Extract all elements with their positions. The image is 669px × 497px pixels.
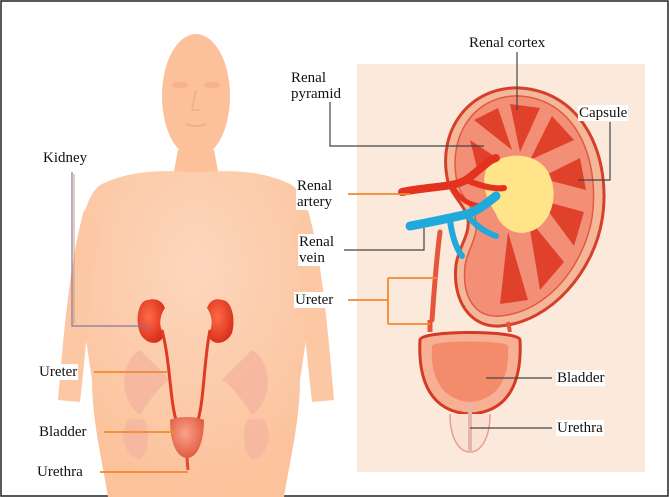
label-renal-artery: Renal artery <box>296 178 333 210</box>
label-ureter-kidney: Ureter <box>294 292 334 308</box>
label-bladder-body: Bladder <box>38 424 87 440</box>
label-renal-vein: Renal vein <box>298 234 335 266</box>
label-ureter-body: Ureter <box>38 364 78 380</box>
label-bladder-kidney: Bladder <box>556 370 605 386</box>
label-kidney: Kidney <box>42 150 88 166</box>
label-urethra-kidney: Urethra <box>556 420 604 436</box>
body-urethra <box>187 458 188 470</box>
label-renal-pyramid: Renal pyramid <box>290 70 342 102</box>
label-urethra-body: Urethra <box>36 464 84 480</box>
label-renal-cortex: Renal cortex <box>468 35 546 51</box>
label-capsule: Capsule <box>578 105 628 121</box>
